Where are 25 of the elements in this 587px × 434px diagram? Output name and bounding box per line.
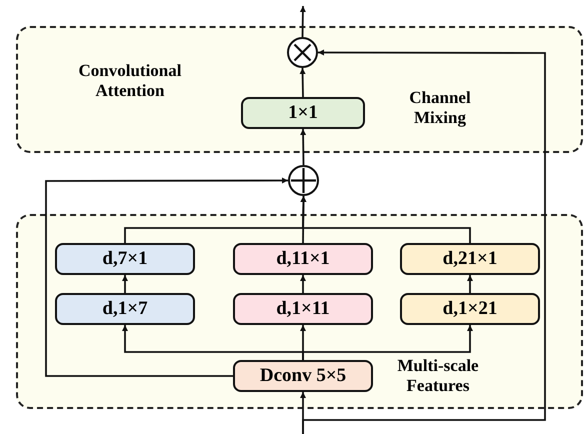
- arrow: [300, 6, 306, 38]
- conv-block: d,1×21: [400, 293, 540, 325]
- conv-block: d,1×7: [55, 293, 195, 325]
- conv-block: d,7×1: [55, 243, 195, 275]
- dashed-panel: [16, 214, 583, 409]
- arrow: [45, 178, 288, 377]
- conv-block: d,1×11: [233, 293, 373, 325]
- block-caption: Channel Mixing: [408, 88, 472, 129]
- conv-block: Dconv 5×5: [233, 360, 373, 392]
- arrow: [300, 68, 306, 98]
- conv-block: 1×1: [241, 97, 365, 129]
- arrow: [302, 50, 546, 434]
- dashed-panel: [16, 26, 583, 153]
- conv-block: d,21×1: [400, 243, 540, 275]
- arrow: [122, 275, 128, 293]
- arrow: [467, 275, 473, 293]
- arrow: [300, 275, 306, 293]
- panel-title: Multi-scale Features: [396, 356, 480, 397]
- add-circle: [288, 165, 319, 196]
- arrow: [302, 325, 473, 360]
- panel-title: Convolutional Attention: [78, 61, 182, 102]
- conv-block: d,11×1: [233, 243, 373, 275]
- multiply-circle: [287, 37, 318, 68]
- arrow: [300, 196, 471, 243]
- arrow: [300, 128, 306, 166]
